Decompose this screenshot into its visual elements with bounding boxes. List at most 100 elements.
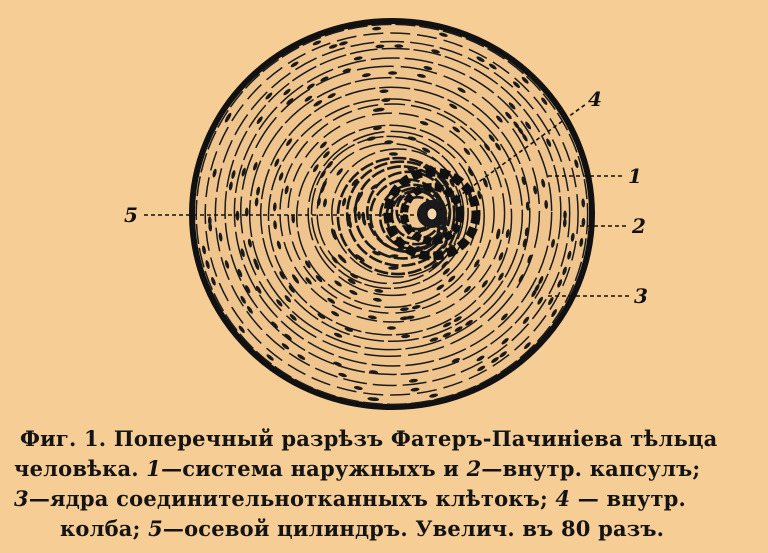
cell-nucleus	[439, 32, 448, 37]
caption-line-2-a: человѣка.	[14, 456, 147, 481]
lamella-ring	[239, 65, 541, 358]
cell-nucleus	[579, 237, 584, 247]
lamella-ring	[279, 103, 506, 323]
cell-nucleus	[546, 138, 552, 147]
cell-nucleus	[238, 325, 245, 334]
cell-nucleus	[477, 365, 486, 372]
cell-nucleus	[387, 326, 396, 330]
cell-nucleus	[442, 240, 448, 249]
cell-nucleus	[513, 121, 520, 129]
pacinian-corpuscle-figure: 1 2 3 4 5	[124, 18, 648, 410]
cell-nucleus	[562, 218, 567, 228]
caption-line-3-a: —ядра соединительнотканныхъ клѣтокъ;	[28, 486, 556, 511]
cell-nucleus	[211, 277, 216, 286]
cell-nucleus	[333, 332, 343, 338]
cell-nucleus	[523, 342, 531, 350]
cell-nucleus	[323, 151, 330, 159]
leader-lines	[144, 103, 630, 297]
cell-nucleus	[254, 197, 259, 207]
cell-nucleus	[495, 142, 501, 151]
cell-nucleus	[228, 181, 233, 191]
figure-caption: Фиг. 1. Поперечный разрѣзъ Фатеръ-Пачині…	[0, 424, 768, 544]
caption-line-1: Фиг. 1. Поперечный разрѣзъ Фатеръ-Пачині…	[0, 424, 768, 454]
cell-nucleus	[374, 288, 384, 293]
cell-nucleus	[389, 152, 398, 156]
cell-nucleus	[512, 81, 521, 89]
cell-nucleus	[351, 178, 359, 186]
cell-nucleus	[454, 326, 463, 332]
cell-nucleus	[225, 112, 232, 121]
cell-nucleus	[389, 254, 399, 258]
cell-nucleus	[240, 295, 246, 304]
cell-nucleus	[581, 217, 586, 227]
cell-nucleus	[448, 275, 456, 283]
cell-nucleus	[467, 168, 474, 177]
cell-nucleus	[508, 102, 516, 110]
cell-nucleus	[491, 357, 499, 363]
cell-nucleus	[431, 262, 439, 269]
lamella-ring	[345, 160, 456, 267]
cell-nucleus	[350, 273, 358, 279]
cell-nucleus	[284, 185, 289, 195]
cell-nucleus	[283, 88, 291, 96]
cell-nucleus	[451, 357, 461, 363]
cell-nucleus	[379, 89, 389, 94]
cell-nucleus	[394, 44, 404, 48]
cell-nucleus	[272, 202, 277, 212]
inner-bulb-ring	[400, 183, 464, 245]
cell-nucleus	[452, 126, 460, 133]
cell-nucleus	[505, 111, 512, 120]
cell-nucleus	[416, 73, 426, 78]
cell-nucleus	[327, 297, 336, 304]
cell-nucleus	[463, 147, 471, 156]
cell-nucleus	[362, 216, 367, 226]
cell-nucleus	[342, 68, 352, 73]
cell-nucleus	[389, 266, 399, 270]
cell-nucleus	[442, 226, 448, 236]
cell-nucleus	[531, 289, 537, 298]
cell-nucleus	[449, 179, 455, 188]
cell-nucleus	[410, 387, 420, 392]
cell-nucleus	[231, 170, 236, 179]
cell-nucleus	[563, 210, 567, 220]
cell-nucleus	[525, 121, 532, 130]
cell-nucleus	[423, 66, 433, 71]
cell-nucleus	[548, 296, 554, 306]
cell-nucleus	[551, 238, 555, 248]
cell-nucleus	[484, 143, 491, 151]
cell-nucleus	[353, 56, 363, 61]
cell-nucleus	[429, 337, 439, 342]
caption-number-4: 4	[555, 486, 571, 511]
cell-nucleus	[401, 334, 411, 339]
cell-nucleus	[289, 314, 297, 321]
cell-nucleus	[457, 87, 466, 93]
cell-nucleus	[290, 61, 299, 68]
cell-nucleus	[338, 372, 347, 378]
cell-nucleus	[499, 351, 507, 358]
cell-nucleus	[538, 276, 544, 285]
cell-nucleus	[323, 198, 327, 208]
cell-nucleus	[419, 120, 429, 126]
cell-nucleus	[286, 98, 294, 105]
cell-nucleus	[320, 170, 326, 179]
cell-nucleus	[281, 343, 290, 350]
cell-nucleus	[332, 231, 337, 240]
cell-nucleus	[291, 214, 296, 224]
cell-nucleus	[527, 254, 532, 264]
cell-nucleus	[501, 337, 509, 345]
cell-nucleus	[288, 285, 295, 293]
caption-line-1-text: Фиг. 1. Поперечный разрѣзъ Фатеръ-Пачині…	[20, 426, 718, 451]
caption-line-4-b: —осевой цилиндръ. Увелич. въ 80 разъ.	[162, 516, 665, 541]
cell-nucleus	[319, 141, 327, 149]
cell-nucleus	[496, 115, 503, 123]
cell-nucleus	[570, 232, 575, 242]
cell-nucleus	[369, 370, 379, 374]
cell-nucleus	[498, 252, 504, 261]
cell-nucleus	[481, 280, 488, 288]
lamella-ring	[267, 98, 513, 336]
cell-nucleus	[395, 247, 405, 252]
label-1: 1	[628, 164, 642, 188]
cell-nucleus	[208, 222, 213, 232]
cell-nucleus	[567, 250, 572, 260]
cell-nucleus	[256, 186, 261, 196]
